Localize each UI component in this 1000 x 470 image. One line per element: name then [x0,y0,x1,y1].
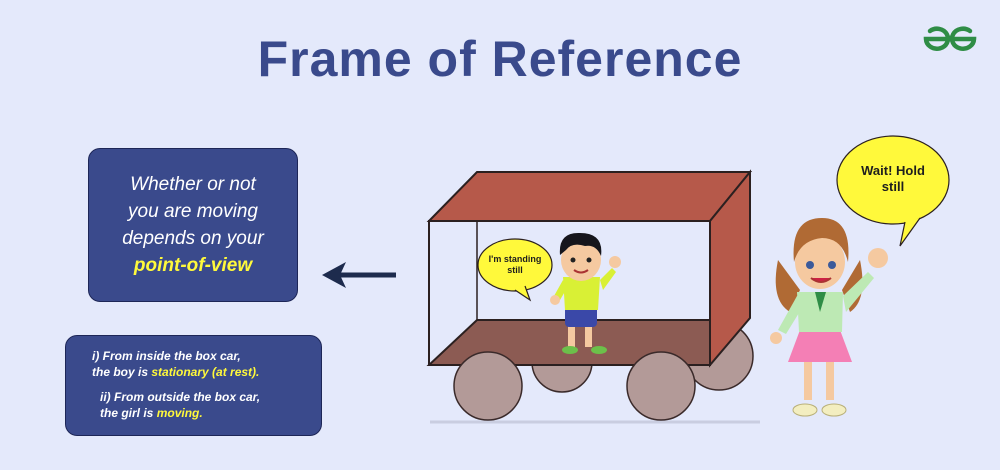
boy-speech-bubble [477,238,553,302]
note-item-2: ii) From outside the box car, the girl i… [100,390,261,420]
geeksforgeeks-logo-icon [923,26,977,51]
boxcar-front-wheels [453,351,696,421]
wheel [626,351,696,421]
page-title: Frame of Reference [257,31,743,87]
explanation-box: i) From inside the box car, the boy is s… [65,335,322,436]
wheel [453,351,523,421]
note-item-1: i) From inside the box car, the boy is s… [92,349,260,379]
main-highlight: point-of-view [133,255,253,276]
main-line-2: you are moving [128,201,258,222]
main-line-3: depends on your [122,228,264,249]
boy-speech-text: I'm standing still [488,254,542,275]
girl-speech-text: Wait! Hold still [861,163,925,194]
main-line-1: Whether or not [130,174,256,195]
girl-speech-bubble [836,135,950,247]
point-of-view-box: Whether or not you are moving depends on… [88,148,298,302]
girl-character [770,218,888,417]
arrow-left-icon [322,262,396,288]
boxcar-roof [426,171,753,222]
boy-character [550,232,621,354]
